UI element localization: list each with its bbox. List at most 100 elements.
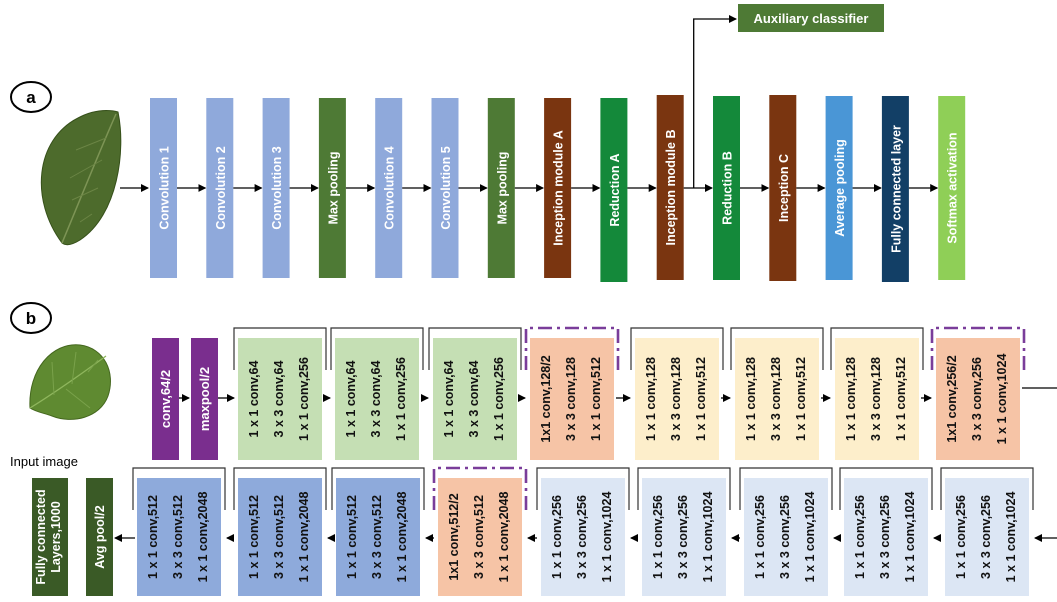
residual-block-box — [635, 338, 719, 460]
tail-label: Avg pool/2 — [93, 505, 107, 568]
layer-box — [262, 98, 290, 278]
tail-box — [32, 478, 68, 596]
layer-label: Convolution 5 — [439, 146, 453, 229]
layer-box — [656, 95, 684, 280]
skip-connection — [730, 327, 824, 370]
layer-label: Inception module A — [552, 130, 566, 246]
residual-block: 1x1 conv,256/2 3 x 3 conv,256 1 x 1 conv,1… — [930, 326, 1026, 460]
layer-label: Inception C — [777, 154, 791, 222]
layer-max-pooling-7: Max pooling — [487, 98, 515, 278]
head-conv-64-2: conv,64/2 — [152, 338, 179, 460]
block-line: 1x1 conv,256/2 — [945, 355, 959, 442]
block-line: 1 x 1 conv,1024 — [903, 492, 917, 583]
block-line: 1 x 1 conv,256 — [853, 495, 867, 579]
layer-max-pooling-4: Max pooling — [318, 98, 346, 278]
layer-box — [206, 98, 234, 278]
auxiliary-branch: Auxiliary classifier — [693, 4, 884, 188]
skip-connection — [428, 327, 522, 370]
block-line: 3 x 3 conv,128 — [669, 357, 683, 441]
skip-connection — [132, 467, 226, 510]
layer-label: Average pooling — [833, 139, 847, 236]
block-line: 3 x 3 conv,128 — [564, 357, 578, 441]
layer-convolution-5-6: Convolution 5 — [431, 98, 459, 278]
block-line: 1 x 1 conv,1024 — [995, 354, 1009, 445]
block-line: 1 x 1 conv,512 — [247, 495, 261, 579]
skip-connection — [432, 466, 528, 510]
block-line: 1 x 1 conv,64 — [344, 361, 358, 438]
layer-inception-c-12: Inception C — [769, 95, 797, 281]
layer-fully-connected-layer-14: Fully connected layer — [881, 96, 909, 282]
layer-box — [375, 98, 403, 278]
head-label: maxpool/2 — [197, 367, 212, 431]
block-line: 3 x 3 conv,256 — [970, 357, 984, 441]
layer-box — [938, 96, 966, 280]
block-line: 3 x 3 conv,512 — [171, 495, 185, 579]
block-line: 1 x 1 conv,512 — [794, 357, 808, 441]
residual-block-box — [844, 478, 928, 596]
layer-box — [769, 95, 797, 281]
skip-connection — [930, 326, 1026, 370]
layer-convolution-1-1: Convolution 1 — [150, 98, 177, 278]
residual-block-box — [238, 338, 322, 460]
layer-box — [600, 98, 628, 282]
block-line: 1 x 1 conv,256 — [651, 495, 665, 579]
residual-block-box — [945, 478, 1029, 596]
block-line: 1 x 1 conv,256 — [753, 495, 767, 579]
residual-block-box — [642, 478, 726, 596]
panel-a-label: a — [10, 81, 52, 113]
skip-connection — [524, 326, 620, 370]
block-line: 3 x 3 conv,256 — [979, 495, 993, 579]
block-line: 1 x 1 conv,512 — [345, 495, 359, 579]
block-line: 3 x 3 conv,256 — [676, 495, 690, 579]
skip-connection — [739, 467, 833, 510]
block-line: 1 x 1 conv,2048 — [297, 492, 311, 583]
tail-box — [86, 478, 113, 596]
residual-block-box — [835, 338, 919, 460]
block-line: 1x1 conv,128/2 — [539, 355, 553, 442]
layer-label: Convolution 4 — [383, 146, 397, 229]
layer-label: Max pooling — [326, 152, 340, 225]
svg-text:b: b — [26, 309, 36, 328]
tail-avg-pool-2: Avg pool/2 — [86, 478, 113, 596]
layer-label: Softmax activation — [946, 132, 960, 243]
input-image-label: Input image — [10, 454, 78, 469]
block-line: 1 x 1 conv,256 — [297, 357, 311, 441]
skip-connection — [233, 327, 327, 370]
block-line: 3 x 3 conv,512 — [370, 495, 384, 579]
skip-connection — [637, 467, 731, 510]
layer-label: Max pooling — [495, 152, 509, 225]
skip-connection — [630, 327, 724, 370]
block-line: 1 x 1 conv,128 — [844, 357, 858, 441]
skip-connection — [940, 467, 1034, 510]
skip-connection — [330, 327, 424, 370]
residual-block-box — [335, 338, 419, 460]
layer-convolution-4-5: Convolution 4 — [375, 98, 403, 278]
arrow-auxiliary — [693, 15, 737, 188]
layer-reduction-b-11: Reduction B — [713, 96, 740, 280]
residual-block: 1 x 1 conv,128 3 x 3 conv,128 1 x 1 conv,5… — [730, 327, 824, 460]
layer-box — [431, 98, 459, 278]
tail-label: Fully connected — [34, 489, 48, 584]
residual-block-box — [137, 478, 221, 596]
block-line: 1 x 1 conv,256 — [394, 357, 408, 441]
block-line: 3 x 3 conv,64 — [272, 361, 286, 438]
layer-softmax-activation-15: Softmax activation — [938, 96, 966, 280]
block-line: 3 x 3 conv,512 — [272, 495, 286, 579]
layer-label: Fully connected layer — [889, 125, 903, 253]
residual-block: 1 x 1 conv,256 3 x 3 conv,256 1 x 1 conv,1… — [637, 467, 731, 596]
block-line: 1 x 1 conv,128 — [744, 357, 758, 441]
skip-connection — [233, 467, 327, 510]
layer-box — [713, 96, 740, 280]
block-line: 3 x 3 conv,128 — [769, 357, 783, 441]
block-line: 1 x 1 conv,2048 — [497, 492, 511, 583]
block-line: 1 x 1 conv,1024 — [701, 492, 715, 583]
